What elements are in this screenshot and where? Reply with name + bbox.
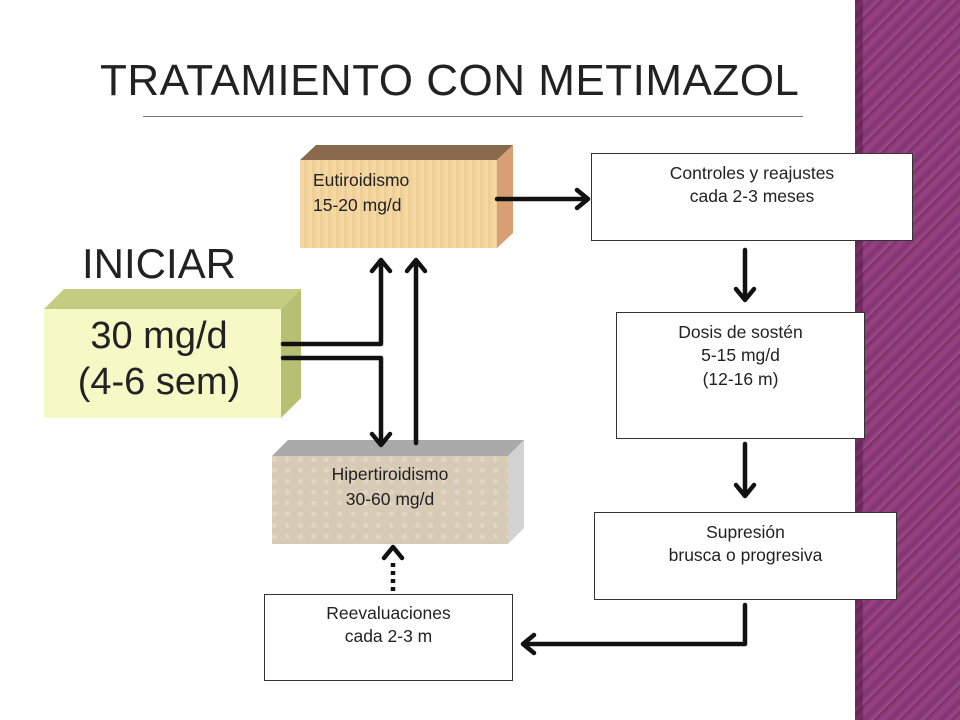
arrow-dose-to-hipertiroidismo [280,355,384,446]
arrow-reevaluaciones-to-hipertiroidismo-head [381,544,405,561]
eutiroidismo-text: Eutiroidismo 15-20 mg/d [313,168,409,218]
arrow-dose-to-hipertiroidismo-head [369,431,393,448]
arrow-sosten-to-supresion-head [733,482,757,499]
controles-label: Controles y reajustes [669,163,835,183]
hipertiroidismo-text: Hipertiroidismo 30-60 mg/d [272,462,508,512]
controles-box: Controles y reajustes cada 2-3 meses [591,153,913,241]
hipertiroidismo-block-side-face [508,440,524,544]
page-title: TRATAMIENTO CON METIMAZOL [100,56,800,105]
eutiroidismo-block-side-face [497,145,513,248]
sosten-duration: (12-16 m) [702,368,779,389]
dosis-sosten-box: Dosis de sostén 5-15 mg/d (12-16 m) [616,312,865,439]
initial-dose-text: 30 mg/d (4-6 sem) [44,314,274,405]
hipertiroidismo-label: Hipertiroidismo [331,464,449,484]
dose-block-side-face [281,289,301,418]
eutiroidismo-block-top-face [300,145,513,160]
eutiroidismo-label: Eutiroidismo [313,170,410,190]
eutiroidismo-dose: 15-20 mg/d [313,194,402,215]
initial-dose-duration: (4-6 sem) [77,360,241,403]
arrow-supresion-to-reevaluaciones-head [520,632,537,656]
start-label: INICIAR [82,240,237,287]
sosten-dose: 5-15 mg/d [701,345,780,366]
dose-block-top-face [44,289,301,309]
controles-frequency: cada 2-3 meses [689,186,815,207]
initial-dose-block [44,309,281,418]
hipertiroidismo-dose: 30-60 mg/d [345,488,435,509]
arrow-hipertiroidismo-to-eutiroidismo-head [404,257,428,274]
hipertiroidismo-block-top-face [272,440,524,456]
arrow-supresion-to-reevaluaciones [522,602,748,647]
arrow-dose-to-eutiroidismo-head [369,257,393,274]
supresion-mode: brusca o progresiva [668,545,823,566]
title-underline [143,116,803,117]
initial-dose-amount: 30 mg/d [90,315,228,357]
arrow-controles-to-sosten-head [733,286,757,303]
reevaluaciones-frequency: cada 2-3 m [344,626,433,647]
hipertiroidismo-block [272,456,508,544]
reevaluaciones-box: Reevaluaciones cada 2-3 m [264,594,513,681]
eutiroidismo-block [300,160,497,248]
arrow-dose-to-eutiroidismo [280,259,384,347]
supresion-label: Supresión [706,522,785,542]
reevaluaciones-label: Reevaluaciones [326,603,451,623]
sosten-label: Dosis de sostén [678,322,803,342]
supresion-box: Supresión brusca o progresiva [594,512,897,600]
arrow-eutiroidismo-to-controles-head [574,187,591,211]
